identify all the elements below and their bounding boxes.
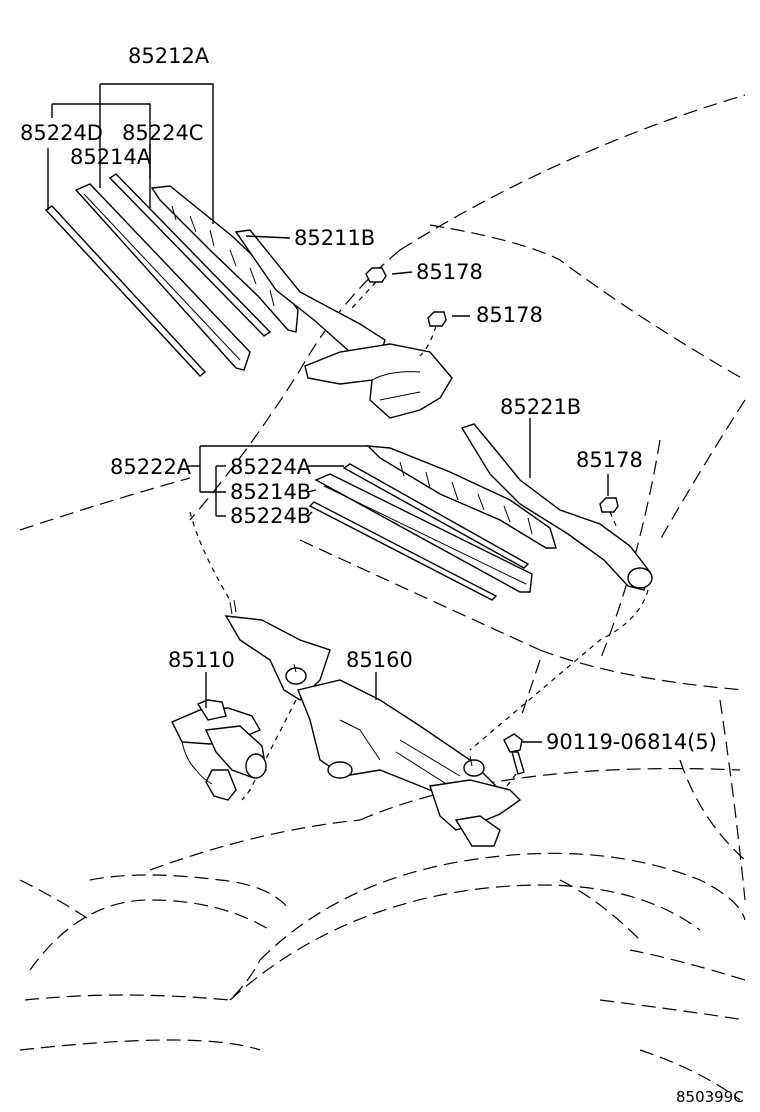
label-85110: 85110 [168,648,235,672]
blade-frame-85222a [366,445,557,549]
label-85178-c: 85178 [576,448,643,472]
wiper-arm-85211b [234,229,453,419]
label-85221b: 85221B [500,395,581,419]
label-85224b: 85224B [230,504,311,528]
figure-code: 850399C [676,1088,744,1106]
nut-85178-c [599,497,619,513]
wiper-motor-85110 [171,699,267,801]
blade-rubber-85224b [308,501,498,601]
label-90119: 90119-06814(5) [546,730,717,754]
wiper-arm-85221b [460,423,653,591]
blade-85214b [314,473,533,593]
blade-rubber-85224d [44,205,207,377]
label-85178-b: 85178 [476,303,543,327]
label-85224c: 85224C [122,121,203,145]
wiper-linkage-85160 [224,599,522,847]
label-85178-a: 85178 [416,260,483,284]
label-85222a: 85222A [110,455,192,479]
label-85212a: 85212A [128,44,210,68]
leader-lines [47,83,609,743]
nut-85178-a [365,267,387,283]
label-85214a: 85214A [70,145,152,169]
blade-frame-85212a [150,185,299,333]
label-85214b: 85214B [230,480,311,504]
nut-85178-b [427,311,447,327]
label-85224a: 85224A [230,455,312,479]
label-85211b: 85211B [294,226,375,250]
blade-rubber-85224a [342,463,530,569]
blade-rubber-85224c [108,173,272,337]
callout-labels: 85212A 85224D 85224C 85214A 85211B 85178… [20,44,744,1106]
label-85160: 85160 [346,648,413,672]
label-85224d: 85224D [20,121,103,145]
bolt-90119 [503,733,525,775]
vehicle-body-outline [19,94,746,1101]
blade-85214a [74,183,251,371]
